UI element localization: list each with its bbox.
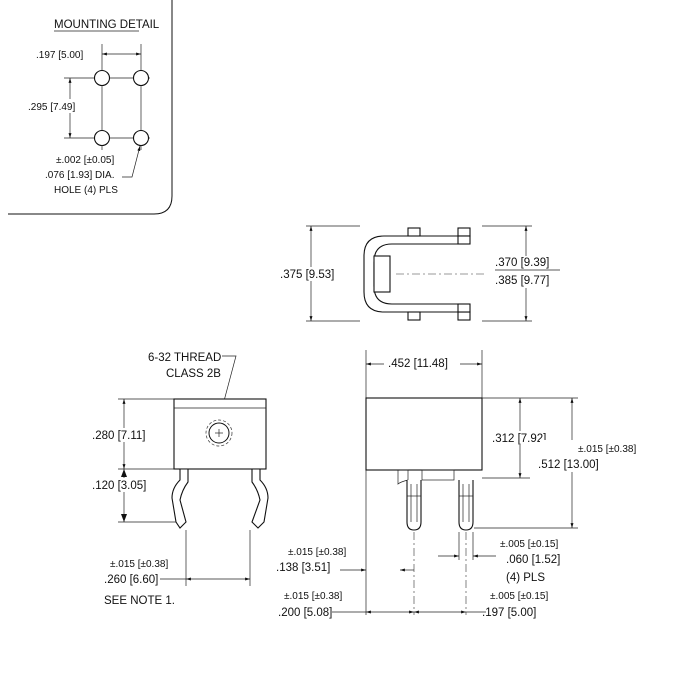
- label-bg: [276, 267, 342, 281]
- side-pin-right: [458, 480, 474, 531]
- thread-callout-line1: 6-32 THREAD: [148, 352, 221, 364]
- tab: [457, 227, 471, 237]
- front-lead-left: [171, 468, 189, 529]
- thread-hole: [208, 422, 230, 444]
- arrowhead: [121, 469, 127, 477]
- dim-lead-height-label: .120 [3.05]: [92, 480, 146, 492]
- top-view: .375 [9.53] .370 [9.39] .385 [9.77]: [276, 225, 560, 322]
- front-body: [173, 398, 267, 470]
- dim-body-height-label: .280 [7.11]: [92, 430, 146, 442]
- dim-total-height-tol: ±.015 [±0.38]: [578, 444, 636, 455]
- label-bg: [490, 431, 554, 445]
- dim-side-body-height-label: .312 [7.92]: [492, 433, 546, 445]
- side-pin-left: [406, 480, 422, 531]
- mounting-hole: [93, 129, 111, 147]
- dim-overall-width-label: .375 [9.53]: [280, 269, 334, 281]
- dim-pitch-a-label: .200 [5.08]: [278, 607, 332, 619]
- mounting-hole: [132, 69, 150, 87]
- mounting-detail-border: [8, 0, 173, 215]
- label-bg: [492, 256, 556, 288]
- nut-block: [373, 255, 391, 293]
- hole-tolerance: ±.002 [±0.05]: [56, 155, 114, 166]
- front-lead-right: [251, 468, 269, 529]
- dim-pin-width-tol: ±.005 [±0.15]: [500, 539, 558, 550]
- dim-pin-offset-tol: ±.015 [±0.38]: [288, 547, 346, 558]
- dim-pitch-a-tol: ±.015 [±0.38]: [284, 591, 342, 602]
- hole-diameter: .076 [1.93] DIA.: [45, 170, 115, 181]
- label-bg: [90, 478, 154, 492]
- dim-total-height-label: .512 [13.00]: [538, 459, 599, 471]
- side-center-leg: [421, 469, 455, 481]
- arrowhead: [121, 514, 127, 522]
- label-bg: [540, 440, 640, 472]
- mounting-hole: [93, 69, 111, 87]
- front-view: 6-32 THREAD CLASS 2B .280 [7.11] .120 [3…: [90, 352, 269, 607]
- dim-lead-span-tol: ±.015 [±0.38]: [110, 559, 168, 570]
- dim-inner-min: .370 [9.39]: [495, 257, 549, 269]
- dim-h-spacing-label: .197 [5.00]: [36, 50, 83, 61]
- tab: [457, 311, 471, 321]
- dim-pin-offset-label: .138 [3.51]: [276, 562, 330, 574]
- mounting-detail: MOUNTING DETAIL .197 [5.00] .295 [7.49] …: [8, 0, 173, 215]
- dim-lead-span-label: .260 [6.60]: [104, 574, 158, 586]
- dim-v-spacing-label: .295 [7.49]: [28, 102, 75, 113]
- dim-side-width-label: .452 [11.48]: [388, 358, 448, 370]
- thread-callout-line2: CLASS 2B: [166, 368, 221, 380]
- label-bg: [384, 356, 460, 370]
- tab: [407, 227, 421, 237]
- tab: [407, 311, 421, 321]
- hole-quantity: HOLE (4) PLS: [54, 185, 118, 196]
- thread-leader: [219, 355, 237, 417]
- side-body: [365, 397, 483, 471]
- label-bg: [90, 428, 154, 442]
- hole-leader: [122, 145, 141, 178]
- side-view: .452 [11.48] .312 [7.92] ±.015 [±0.38: [276, 350, 640, 619]
- dim-pin-quantity: (4) PLS: [506, 572, 545, 584]
- mounting-hole: [132, 129, 150, 147]
- tab: [457, 303, 471, 313]
- dim-pitch-b-label: .197 [5.00]: [482, 607, 536, 619]
- dim-pitch-b-tol: ±.005 [±0.15]: [490, 591, 548, 602]
- mounting-detail-title: MOUNTING DETAIL: [54, 19, 160, 31]
- thread-major-circle: [205, 419, 233, 447]
- dim-inner-max: .385 [9.77]: [495, 275, 549, 287]
- dim-pin-width-label: .060 [1.52]: [506, 554, 560, 566]
- tab: [457, 235, 471, 245]
- see-note: SEE NOTE 1.: [104, 595, 175, 607]
- label-bg: [26, 99, 74, 113]
